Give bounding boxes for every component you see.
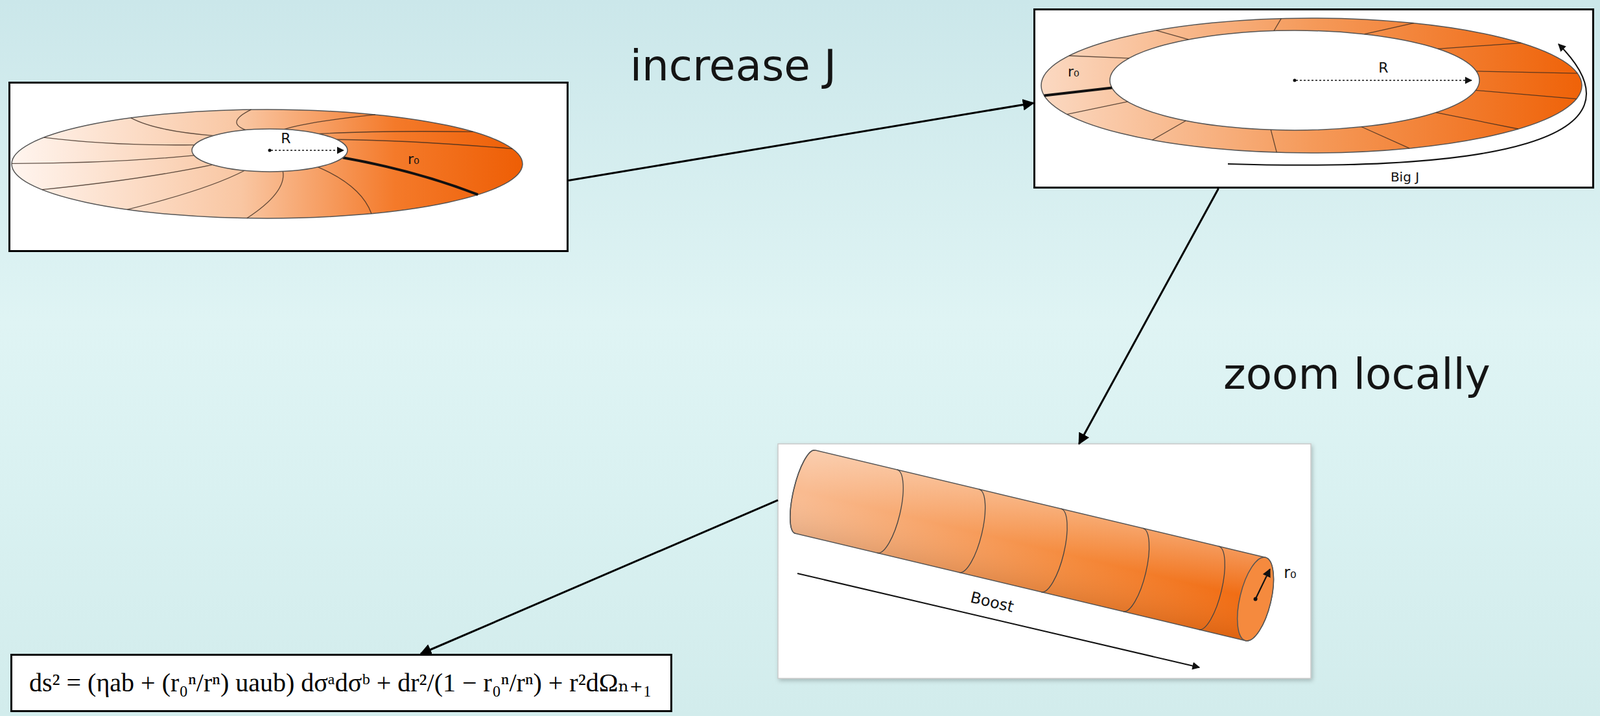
panel-ground <box>1033 8 1595 189</box>
central-hole <box>191 129 348 172</box>
radius-arrow <box>1255 567 1271 601</box>
metric-formula: ds² = (ηab + (r₀ⁿ/rⁿ) uaub) dσᵃdσᵇ + dr²… <box>29 667 654 699</box>
boost-arrow <box>797 573 1200 668</box>
ring-line <box>959 489 992 576</box>
step-label: increase J <box>630 42 837 91</box>
black-ring-figure <box>1033 8 1595 189</box>
black-hole-figure <box>8 81 569 253</box>
ring-line <box>877 470 910 557</box>
ring-body <box>1041 18 1582 153</box>
black-string-figure <box>777 444 1311 679</box>
ring-line <box>1069 55 1129 59</box>
rotation-arrow <box>1227 44 1587 166</box>
ring-line <box>1476 71 1578 74</box>
boost-label: Boost <box>968 589 1016 618</box>
ring-line <box>1437 42 1521 49</box>
radius-arrow <box>1295 79 1472 82</box>
ring-line <box>1364 23 1414 35</box>
ring-line <box>1152 120 1187 141</box>
ring-line <box>1123 528 1156 615</box>
disk-line <box>336 139 513 149</box>
cylinder-shade <box>783 447 1281 646</box>
panel-ground <box>777 444 1311 679</box>
ring-line <box>1270 129 1277 153</box>
ring-line <box>1067 101 1128 115</box>
thickness-label: r₀ <box>1067 63 1080 80</box>
thickness-line <box>1044 88 1113 96</box>
center-dot <box>1293 79 1297 83</box>
radius-label: R <box>1378 59 1389 76</box>
disk-line <box>236 109 251 130</box>
thickness-label: r₀ <box>1283 564 1297 583</box>
disk-line <box>42 164 213 190</box>
ring-line <box>1041 508 1074 596</box>
horizon-disk <box>11 109 523 219</box>
disk-line <box>130 117 214 136</box>
disk-line <box>247 171 284 219</box>
cylinder-body <box>783 447 1281 646</box>
disk-line <box>11 155 194 164</box>
disk-line <box>318 167 372 214</box>
panel-ground <box>8 81 569 253</box>
black-hole-panel: Rr₀ <box>8 81 569 253</box>
cylinder-cap <box>1230 554 1281 646</box>
ring-line <box>1198 546 1232 633</box>
black-ring-panel: r₀ R Big J <box>1033 8 1595 189</box>
cylinder <box>783 447 1281 646</box>
step-label: zoom locally <box>1223 351 1491 399</box>
disk-line <box>318 131 473 135</box>
thickness-label: r₀ <box>407 151 420 168</box>
spin-label: Big J <box>1390 169 1420 185</box>
flow-arrow <box>1078 188 1219 445</box>
ring-line <box>1475 90 1577 99</box>
center-dot <box>268 149 272 153</box>
flow-arrow <box>568 103 1034 181</box>
cylinder-end <box>783 447 815 535</box>
black-string-panel: r₀ Boost <box>777 444 1311 679</box>
radius-arrow <box>270 149 344 152</box>
disk-line <box>44 137 195 146</box>
disk-line <box>283 114 376 130</box>
radius-label: R <box>280 130 291 147</box>
ring-line <box>1361 127 1410 149</box>
ring-line <box>1435 112 1519 130</box>
flow-arrow <box>420 500 778 655</box>
ring-line <box>1273 18 1282 32</box>
metric-formula-box: ds² = (ηab + (r₀ⁿ/rⁿ) uaub) dσᵃdσᵇ + dr²… <box>10 654 673 713</box>
ring-line <box>1155 30 1189 40</box>
disk-line <box>127 170 245 210</box>
